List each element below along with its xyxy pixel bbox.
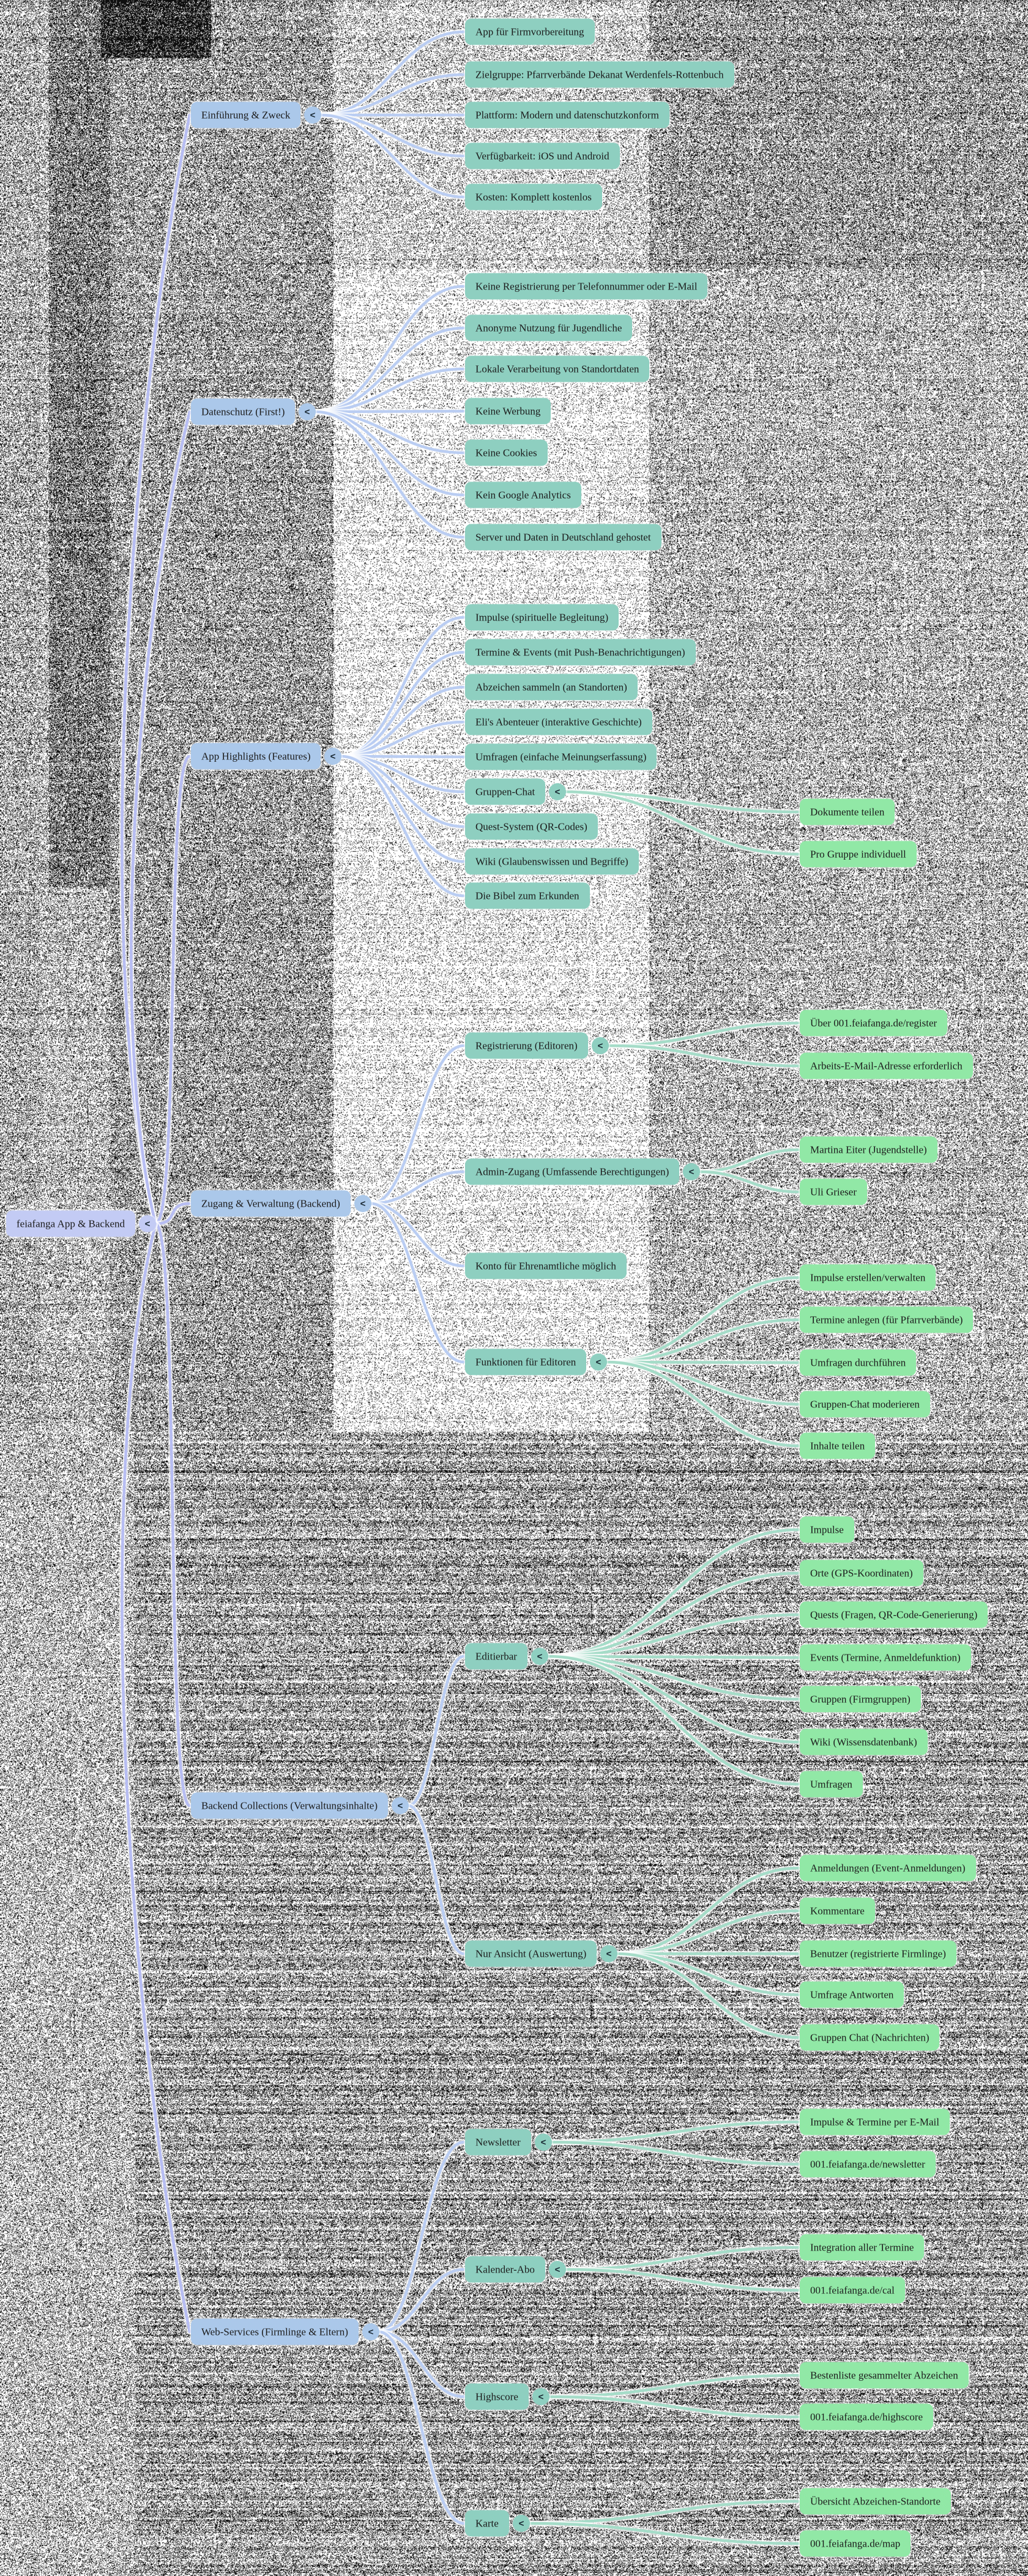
node-impulse-spirituell[interactable]: Impulse (spirituelle Begleitung) bbox=[465, 604, 619, 631]
collapse-einfuehrung-zweck[interactable]: < bbox=[304, 106, 321, 124]
collapse-backend-collections[interactable]: < bbox=[392, 1797, 409, 1814]
node-url-cal[interactable]: 001.feiafanga.de/cal bbox=[800, 2277, 905, 2304]
node-bibel-erkunden[interactable]: Die Bibel zum Erkunden bbox=[465, 882, 590, 909]
collapse-nur-ansicht[interactable]: < bbox=[600, 1945, 617, 1962]
node-anmeldungen[interactable]: Anmeldungen (Event-Anmeldungen) bbox=[800, 1855, 976, 1882]
node-termine-events[interactable]: Termine & Events (mit Push-Benachrichtig… bbox=[465, 639, 696, 666]
node-feiafanga-app-backend[interactable]: feiafanga App & Backend bbox=[6, 1210, 136, 1237]
node-keine-registrierung[interactable]: Keine Registrierung per Telefonnummer od… bbox=[465, 273, 708, 300]
node-kosten[interactable]: Kosten: Komplett kostenlos bbox=[465, 184, 602, 210]
collapse-zugang-verwaltung-backend[interactable]: < bbox=[354, 1195, 371, 1212]
node-admin-zugang[interactable]: Admin-Zugang (Umfassende Berechtigungen) bbox=[465, 1158, 680, 1185]
node-keine-cookies[interactable]: Keine Cookies bbox=[465, 439, 548, 466]
node-arbeits-email[interactable]: Arbeits-E-Mail-Adresse erforderlich bbox=[800, 1052, 973, 1079]
node-datenschutz-first[interactable]: Datenschutz (First!) bbox=[191, 398, 296, 425]
node-editierbar[interactable]: Editierbar bbox=[465, 1643, 527, 1670]
node-impulse[interactable]: Impulse bbox=[800, 1516, 854, 1543]
node-kein-google-analytics[interactable]: Kein Google Analytics bbox=[465, 482, 581, 508]
node-funktionen-editoren[interactable]: Funktionen für Editoren bbox=[465, 1349, 587, 1375]
node-impulse-erstellen[interactable]: Impulse erstellen/verwalten bbox=[800, 1264, 936, 1291]
node-zugang-verwaltung-backend[interactable]: Zugang & Verwaltung (Backend) bbox=[191, 1190, 351, 1217]
node-umfragen[interactable]: Umfragen bbox=[800, 1771, 863, 1798]
collapse-datenschutz-first[interactable]: < bbox=[299, 403, 316, 420]
node-web-services[interactable]: Web-Services (Firmlinge & Eltern) bbox=[191, 2318, 359, 2345]
node-konto-ehrenamtliche[interactable]: Konto für Ehrenamtliche möglich bbox=[465, 1253, 627, 1279]
collapse-registrierung-editoren[interactable]: < bbox=[592, 1037, 609, 1054]
node-plattform[interactable]: Plattform: Modern und datenschutzkonform bbox=[465, 102, 669, 128]
node-uebersicht-standorte[interactable]: Übersicht Abzeichen-Standorte bbox=[800, 2488, 951, 2515]
node-url-map[interactable]: 001.feiafanga.de/map bbox=[800, 2530, 911, 2557]
node-keine-werbung[interactable]: Keine Werbung bbox=[465, 398, 551, 425]
node-umfrage-antworten[interactable]: Umfrage Antworten bbox=[800, 1981, 904, 2008]
collapse-app-highlights-features[interactable]: < bbox=[324, 748, 341, 765]
node-newsletter[interactable]: Newsletter bbox=[465, 2129, 531, 2156]
node-app-highlights-features[interactable]: App Highlights (Features) bbox=[191, 743, 321, 770]
node-zielgruppe[interactable]: Zielgruppe: Pfarrverbände Dekanat Werden… bbox=[465, 61, 734, 88]
node-app-fuer-firmvorbereitung[interactable]: App für Firmvorbereitung bbox=[465, 18, 595, 45]
node-karte[interactable]: Karte bbox=[465, 2510, 509, 2537]
node-registrierung-editoren[interactable]: Registrierung (Editoren) bbox=[465, 1032, 588, 1059]
collapse-web-services[interactable]: < bbox=[362, 2323, 379, 2340]
node-wiki-glaubenswissen[interactable]: Wiki (Glaubenswissen und Begriffe) bbox=[465, 848, 639, 875]
collapse-gruppen-chat[interactable]: < bbox=[549, 783, 566, 800]
node-url-highscore[interactable]: 001.feiafanga.de/highscore bbox=[800, 2403, 934, 2430]
node-verfuegbarkeit[interactable]: Verfügbarkeit: iOS und Android bbox=[465, 143, 620, 169]
node-server-deutschland[interactable]: Server und Daten in Deutschland gehostet bbox=[465, 524, 661, 551]
node-impulse-termine-email[interactable]: Impulse & Termine per E-Mail bbox=[800, 2109, 950, 2135]
collapse-highscore[interactable]: < bbox=[532, 2388, 549, 2405]
node-gruppen-chat-nachrichten[interactable]: Gruppen Chat (Nachrichten) bbox=[800, 2024, 940, 2051]
node-uli-grieser[interactable]: Uli Grieser bbox=[800, 1178, 868, 1205]
node-einfuehrung-zweck[interactable]: Einführung & Zweck bbox=[191, 102, 301, 128]
node-umfragen-durchfuehren[interactable]: Umfragen durchführen bbox=[800, 1349, 917, 1376]
node-abzeichen-sammeln[interactable]: Abzeichen sammeln (an Standorten) bbox=[465, 674, 638, 701]
node-url-newsletter[interactable]: 001.feiafanga.de/newsletter bbox=[800, 2151, 936, 2178]
node-wiki-wissensdatenbank[interactable]: Wiki (Wissensdatenbank) bbox=[800, 1729, 928, 1755]
node-martina-eiter[interactable]: Martina Eiter (Jugendstelle) bbox=[800, 1136, 937, 1163]
node-ueber-register[interactable]: Über 001.feiafanga.de/register bbox=[800, 1010, 948, 1037]
node-quest-system[interactable]: Quest-System (QR-Codes) bbox=[465, 813, 598, 840]
node-termine-anlegen[interactable]: Termine anlegen (für Pfarrverbände) bbox=[800, 1306, 974, 1333]
node-integration-termine[interactable]: Integration aller Termine bbox=[800, 2234, 925, 2261]
collapse-admin-zugang[interactable]: < bbox=[683, 1163, 700, 1180]
node-quests-fragen[interactable]: Quests (Fragen, QR-Code-Generierung) bbox=[800, 1601, 988, 1628]
collapse-newsletter[interactable]: < bbox=[535, 2134, 552, 2151]
node-pro-gruppe-individuell[interactable]: Pro Gruppe individuell bbox=[800, 841, 917, 868]
node-elis-abenteuer[interactable]: Eli's Abenteuer (interaktive Geschichte) bbox=[465, 709, 652, 735]
node-umfragen-meinung[interactable]: Umfragen (einfache Meinungserfassung) bbox=[465, 743, 657, 770]
node-orte-gps[interactable]: Orte (GPS-Koordinaten) bbox=[800, 1560, 923, 1587]
node-bestenliste[interactable]: Bestenliste gesammelter Abzeichen bbox=[800, 2362, 969, 2389]
collapse-editierbar[interactable]: < bbox=[531, 1648, 548, 1665]
node-lokale-verarbeitung[interactable]: Lokale Verarbeitung von Standortdaten bbox=[465, 356, 650, 382]
node-dokumente-teilen[interactable]: Dokumente teilen bbox=[800, 798, 895, 825]
node-benutzer[interactable]: Benutzer (registrierte Firmlinge) bbox=[800, 1940, 956, 1967]
node-backend-collections[interactable]: Backend Collections (Verwaltungsinhalte) bbox=[191, 1792, 388, 1819]
node-anonyme-nutzung[interactable]: Anonyme Nutzung für Jugendliche bbox=[465, 315, 633, 341]
collapse-karte[interactable]: < bbox=[513, 2515, 530, 2532]
node-gruppen-chat[interactable]: Gruppen-Chat bbox=[465, 778, 546, 805]
node-events-termine[interactable]: Events (Termine, Anmeldefunktion) bbox=[800, 1644, 971, 1671]
node-gruppen-firmgruppen[interactable]: Gruppen (Firmgruppen) bbox=[800, 1686, 921, 1713]
collapse-feiafanga-app-backend[interactable]: < bbox=[139, 1215, 156, 1232]
node-nur-ansicht[interactable]: Nur Ansicht (Auswertung) bbox=[465, 1940, 597, 1967]
node-highscore[interactable]: Highscore bbox=[465, 2383, 529, 2410]
node-gruppen-chat-moderieren[interactable]: Gruppen-Chat moderieren bbox=[800, 1391, 930, 1418]
collapse-kalender-abo[interactable]: < bbox=[549, 2261, 566, 2278]
node-inhalte-teilen[interactable]: Inhalte teilen bbox=[800, 1432, 876, 1459]
collapse-funktionen-editoren[interactable]: < bbox=[590, 1353, 607, 1371]
node-kalender-abo[interactable]: Kalender-Abo bbox=[465, 2256, 545, 2283]
node-kommentare[interactable]: Kommentare bbox=[800, 1897, 875, 1924]
